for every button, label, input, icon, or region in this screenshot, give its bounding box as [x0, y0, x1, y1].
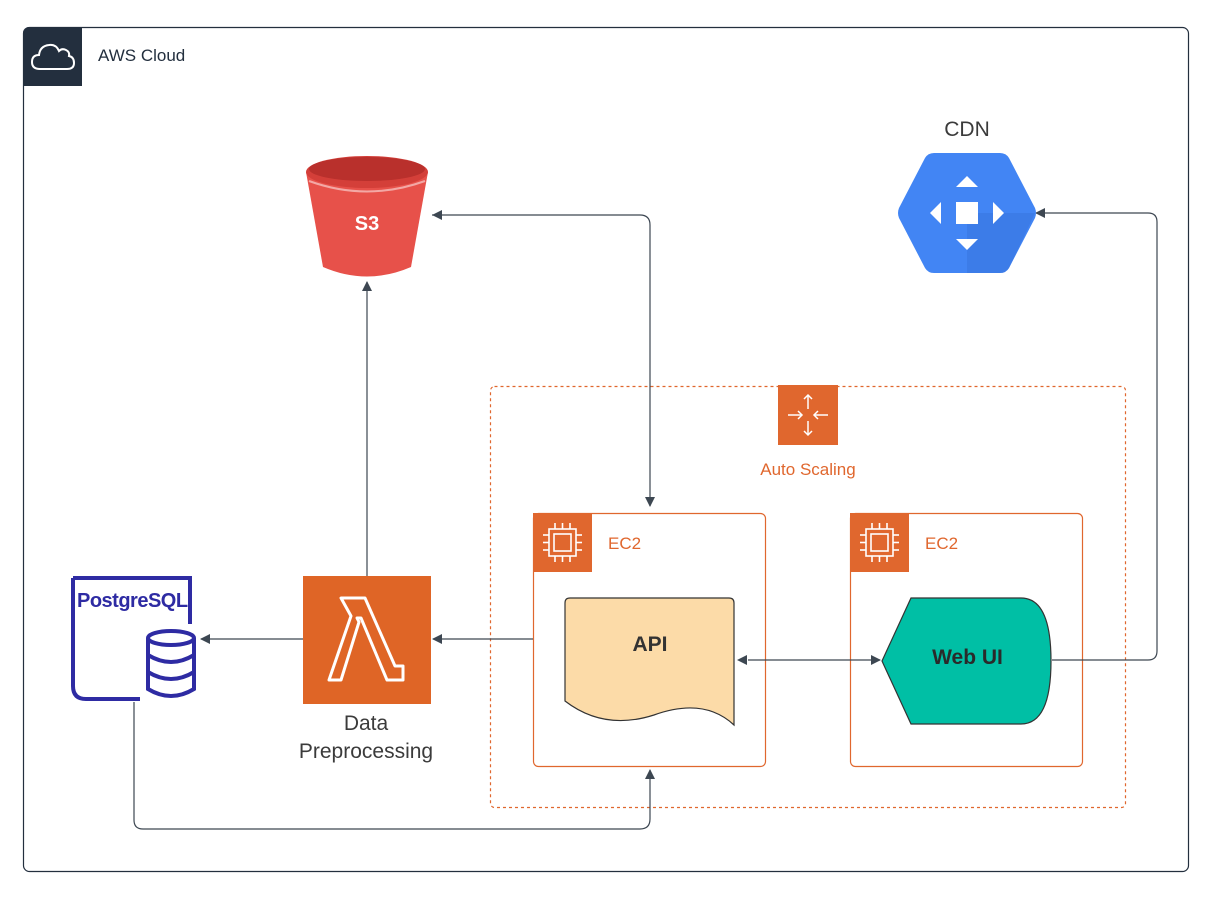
api-document[interactable] — [564, 597, 736, 727]
postgres-box[interactable] — [70, 576, 196, 702]
s3-api-arrow — [432, 214, 655, 507]
web-ui-display[interactable] — [881, 597, 1053, 725]
aws-cloud-frame — [22, 26, 1190, 873]
ec2-api-label: EC2 — [608, 534, 642, 553]
ec2-api-box — [532, 512, 767, 768]
s3-bucket-icon[interactable] — [303, 154, 431, 280]
ec2-web-label: EC2 — [925, 534, 959, 553]
cloud-title: AWS Cloud — [98, 46, 186, 65]
database-icon — [144, 628, 198, 700]
cloud-icon — [23, 27, 82, 86]
postgres-to-ec2-arrow — [133, 702, 655, 830]
postgres-label: PostgreSQL — [77, 590, 188, 612]
cdn-label: CDN — [944, 118, 990, 141]
lambda-label-line2: Preprocessing — [298, 740, 434, 763]
auto-scaling-icon[interactable] — [778, 385, 838, 445]
auto-scaling-label: Auto Scaling — [760, 460, 856, 479]
web-ui-label: Web UI — [932, 646, 1003, 669]
web-to-cdn-arrow — [1035, 208, 1158, 661]
lambda-label-line1: Data — [343, 712, 389, 735]
api-label: API — [632, 633, 668, 656]
chip-icon — [850, 513, 909, 572]
ec2-web-box — [849, 512, 1084, 768]
cdn-hexagon-icon[interactable] — [898, 153, 1036, 273]
chip-icon — [533, 513, 592, 572]
lambda-icon[interactable] — [303, 576, 431, 704]
s3-label: S3 — [354, 213, 380, 235]
